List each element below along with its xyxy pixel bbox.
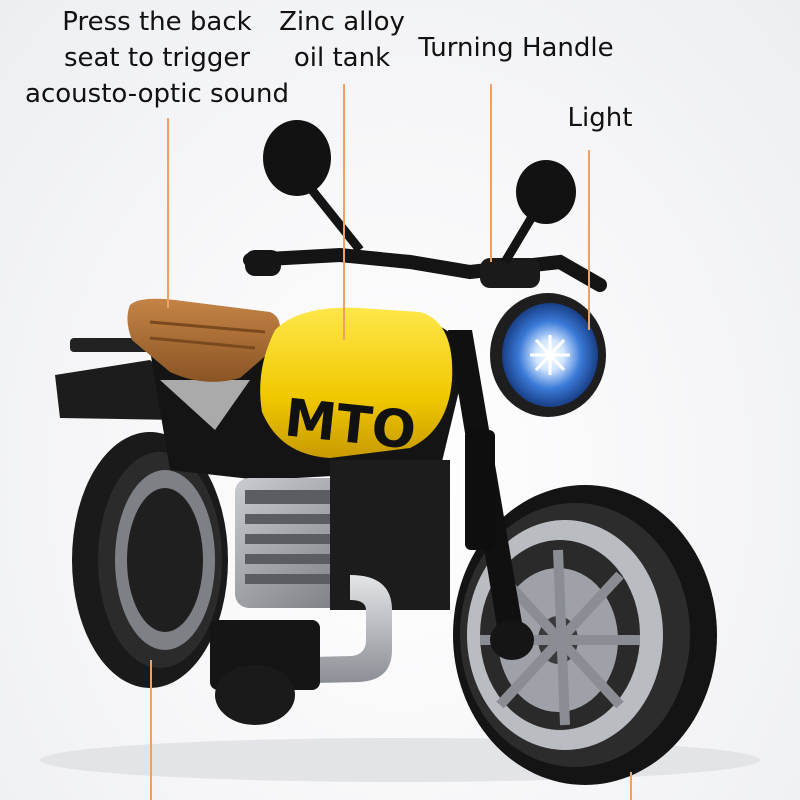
handle-leader-line [490,84,492,262]
seat-callout: Press the back seat to trigger acousto-o… [22,4,292,112]
seat-callout-line-1: Press the back [62,7,252,37]
handlebar [243,247,607,292]
left-grip [245,250,281,276]
front-wheel-leader-line [630,772,632,800]
handle-callout-line-1: Turning Handle [418,33,614,63]
right-mirror [516,160,576,224]
engine [235,460,450,610]
left-mirror [263,120,331,196]
fuel-tank [260,307,453,458]
light-leader-line [588,150,590,330]
tank-callout: Zinc alloy oil tank [268,4,416,76]
tank-callout-line-1: Zinc alloy [279,7,405,37]
seat-callout-line-3: acousto-optic sound [25,79,289,109]
light-callout: Light [560,100,640,136]
fork-spring [465,430,495,550]
tank-lettering: MTO [282,388,419,461]
tank-leader-line [343,84,345,340]
frame-bracket [160,380,250,430]
tank-callout-line-2: oil tank [293,43,391,73]
rear-wheel-leader-line [150,660,152,800]
seat-leader-line [167,118,169,308]
light-callout-line-1: Light [567,103,633,133]
handle-callout: Turning Handle [410,30,622,66]
headlight [490,293,606,417]
rear-wheel [72,432,228,688]
exhaust-pipe [270,575,392,684]
seat [127,298,281,382]
right-switch-housing [480,258,540,288]
seat-callout-line-2: seat to trigger [63,43,251,73]
front-wheel [453,485,717,785]
